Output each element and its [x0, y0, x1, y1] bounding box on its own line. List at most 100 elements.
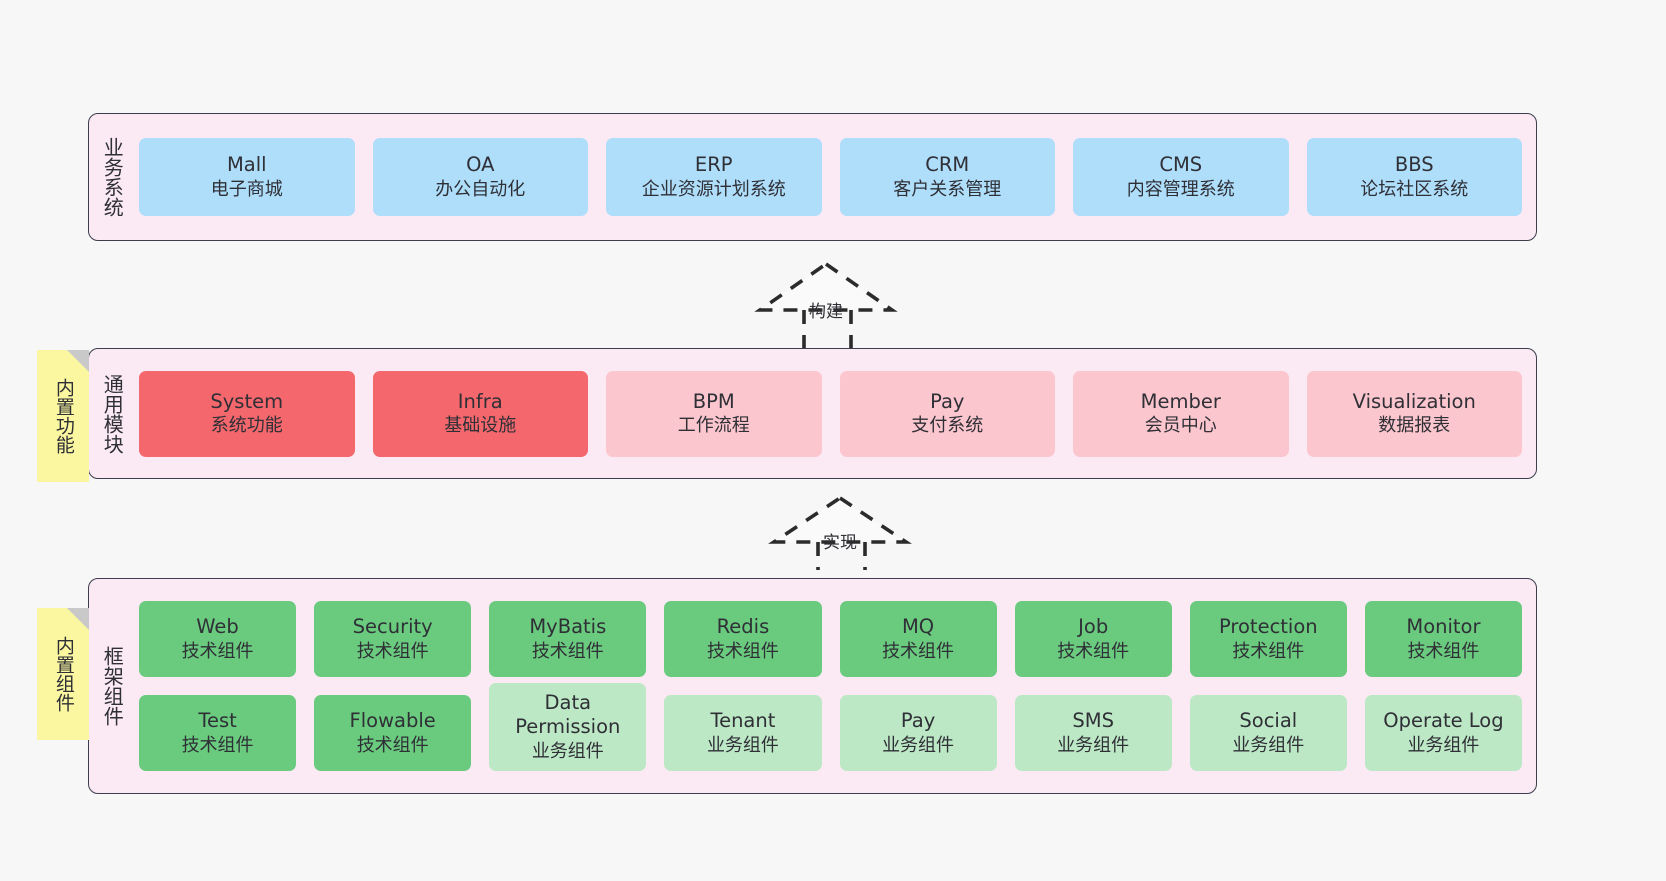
card-oa[interactable]: OA 办公自动化 [372, 138, 588, 216]
layer-title-business-systems: 业务系统 [100, 137, 125, 217]
card-title: OA [466, 153, 495, 176]
card-mall[interactable]: Mall 电子商城 [139, 138, 355, 216]
card-cms[interactable]: CMS 内容管理系统 [1073, 138, 1289, 216]
card-subtitle: 支付系统 [911, 415, 984, 437]
arrow-shaft [816, 542, 867, 570]
card-title: Web [196, 615, 239, 638]
note-fold-corner-icon [67, 350, 89, 372]
card-title: Social [1239, 709, 1298, 732]
card-mq[interactable]: MQ 技术组件 [839, 601, 997, 677]
card-subtitle: 基础设施 [444, 415, 517, 437]
card-title: Visualization [1352, 389, 1476, 413]
card-title: Pay [930, 389, 965, 413]
card-protection[interactable]: Protection 技术组件 [1189, 601, 1347, 677]
card-monitor[interactable]: Monitor 技术组件 [1364, 601, 1522, 677]
card-subtitle: 客户关系管理 [893, 178, 1002, 200]
card-subtitle: 技术组件 [181, 640, 254, 662]
arrow-shaft [802, 310, 853, 350]
card-web[interactable]: Web 技术组件 [139, 601, 297, 677]
card-title: MyBatis [529, 615, 607, 638]
card-title: Flowable [349, 709, 436, 732]
card-subtitle: 技术组件 [882, 640, 955, 662]
card-job[interactable]: Job 技术组件 [1014, 601, 1172, 677]
card-data-permission[interactable]: Data Permission 业务组件 [489, 683, 647, 771]
card-subtitle: 企业资源计划系统 [641, 178, 786, 200]
card-title: Tenant [710, 709, 776, 732]
card-tenant[interactable]: Tenant 业务组件 [664, 695, 822, 771]
sticky-note-label: 内置组件 [52, 636, 75, 712]
card-subtitle: 工作流程 [677, 415, 750, 437]
card-visualization[interactable]: Visualization 数据报表 [1306, 370, 1522, 457]
card-title: CMS [1159, 153, 1203, 176]
card-erp[interactable]: ERP 企业资源计划系统 [606, 138, 822, 216]
card-infra[interactable]: Infra 基础设施 [372, 370, 588, 457]
sticky-note-label: 内置功能 [52, 378, 75, 454]
card-title: Infra [457, 389, 503, 413]
card-subtitle: 技术组件 [706, 640, 779, 662]
card-subtitle: 业务组件 [531, 741, 604, 763]
arrowhead-triangle [754, 261, 898, 312]
card-subtitle: 业务组件 [882, 734, 955, 756]
card-title: Redis [716, 615, 770, 638]
card-title: Operate Log [1383, 709, 1504, 732]
card-title: Mall [226, 153, 267, 176]
card-sms[interactable]: SMS 业务组件 [1014, 695, 1172, 771]
card-row: Web 技术组件 Security 技术组件 MyBatis 技术组件 Redi… [139, 601, 1522, 677]
card-member[interactable]: Member 会员中心 [1073, 370, 1289, 457]
card-subtitle: 技术组件 [181, 734, 254, 756]
card-subtitle: 业务组件 [1407, 734, 1480, 756]
card-subtitle: 技术组件 [1057, 640, 1130, 662]
card-system[interactable]: System 系统功能 [139, 370, 355, 457]
card-subtitle: 办公自动化 [435, 178, 526, 200]
card-bbs[interactable]: BBS 论坛社区系统 [1306, 138, 1522, 216]
card-crm[interactable]: CRM 客户关系管理 [839, 138, 1055, 216]
card-subtitle: 数据报表 [1378, 415, 1451, 437]
card-security[interactable]: Security 技术组件 [314, 601, 472, 677]
card-title: Member [1140, 389, 1221, 413]
card-title: MQ [901, 615, 935, 638]
card-title: ERP [694, 153, 733, 176]
card-flowable[interactable]: Flowable 技术组件 [314, 695, 472, 771]
layer-title-framework-components: 框架组件 [100, 646, 125, 726]
card-title: BPM [692, 389, 735, 413]
card-title: Job [1078, 615, 1109, 638]
card-title: SMS [1072, 709, 1114, 732]
card-title: Test [198, 709, 237, 732]
card-pay-component[interactable]: Pay 业务组件 [839, 695, 997, 771]
card-subtitle: 内容管理系统 [1126, 178, 1235, 200]
card-pay-module[interactable]: Pay 支付系统 [839, 370, 1055, 457]
card-mybatis[interactable]: MyBatis 技术组件 [489, 601, 647, 677]
layer-body-business-systems: Mall 电子商城 OA 办公自动化 ERP 企业资源计划系统 CRM 客户关系… [135, 114, 1536, 240]
card-subtitle: 论坛社区系统 [1360, 178, 1469, 200]
card-subtitle: 业务组件 [706, 734, 779, 756]
card-redis[interactable]: Redis 技术组件 [664, 601, 822, 677]
card-subtitle: 技术组件 [1407, 640, 1480, 662]
card-subtitle: 技术组件 [1232, 640, 1305, 662]
card-title: BBS [1394, 153, 1434, 176]
card-subtitle: 会员中心 [1144, 415, 1217, 437]
card-test[interactable]: Test 技术组件 [139, 695, 297, 771]
arrowhead-triangle [768, 495, 912, 544]
card-subtitle: 业务组件 [1057, 734, 1130, 756]
note-fold-corner-icon [67, 608, 89, 630]
layer-body-framework-components: Web 技术组件 Security 技术组件 MyBatis 技术组件 Redi… [135, 579, 1536, 793]
card-title: System [210, 389, 284, 413]
arrow-label-build: 构建 [809, 302, 843, 322]
card-operate-log[interactable]: Operate Log 业务组件 [1364, 695, 1522, 771]
card-title: CRM [925, 153, 970, 176]
layer-framework-components: 框架组件 Web 技术组件 Security 技术组件 MyBatis 技术组件… [88, 578, 1537, 794]
layer-title-common-modules: 通用模块 [100, 373, 125, 454]
layer-common-modules: 通用模块 System 系统功能 Infra 基础设施 BPM 工作流程 Pay… [88, 348, 1537, 479]
card-title: Monitor [1406, 615, 1481, 638]
sticky-note-builtin-components: 内置组件 [37, 608, 89, 740]
layer-business-systems: 业务系统 Mall 电子商城 OA 办公自动化 ERP 企业资源计划系统 CRM… [88, 113, 1537, 241]
card-subtitle: 业务组件 [1232, 734, 1305, 756]
card-social[interactable]: Social 业务组件 [1189, 695, 1347, 771]
card-subtitle: 电子商城 [210, 178, 283, 200]
card-subtitle: 技术组件 [356, 640, 429, 662]
arrow-label-implement: 实现 [823, 533, 857, 553]
card-row: Test 技术组件 Flowable 技术组件 Data Permission … [139, 683, 1522, 771]
card-title: Data Permission [515, 690, 621, 739]
card-bpm[interactable]: BPM 工作流程 [606, 370, 822, 457]
